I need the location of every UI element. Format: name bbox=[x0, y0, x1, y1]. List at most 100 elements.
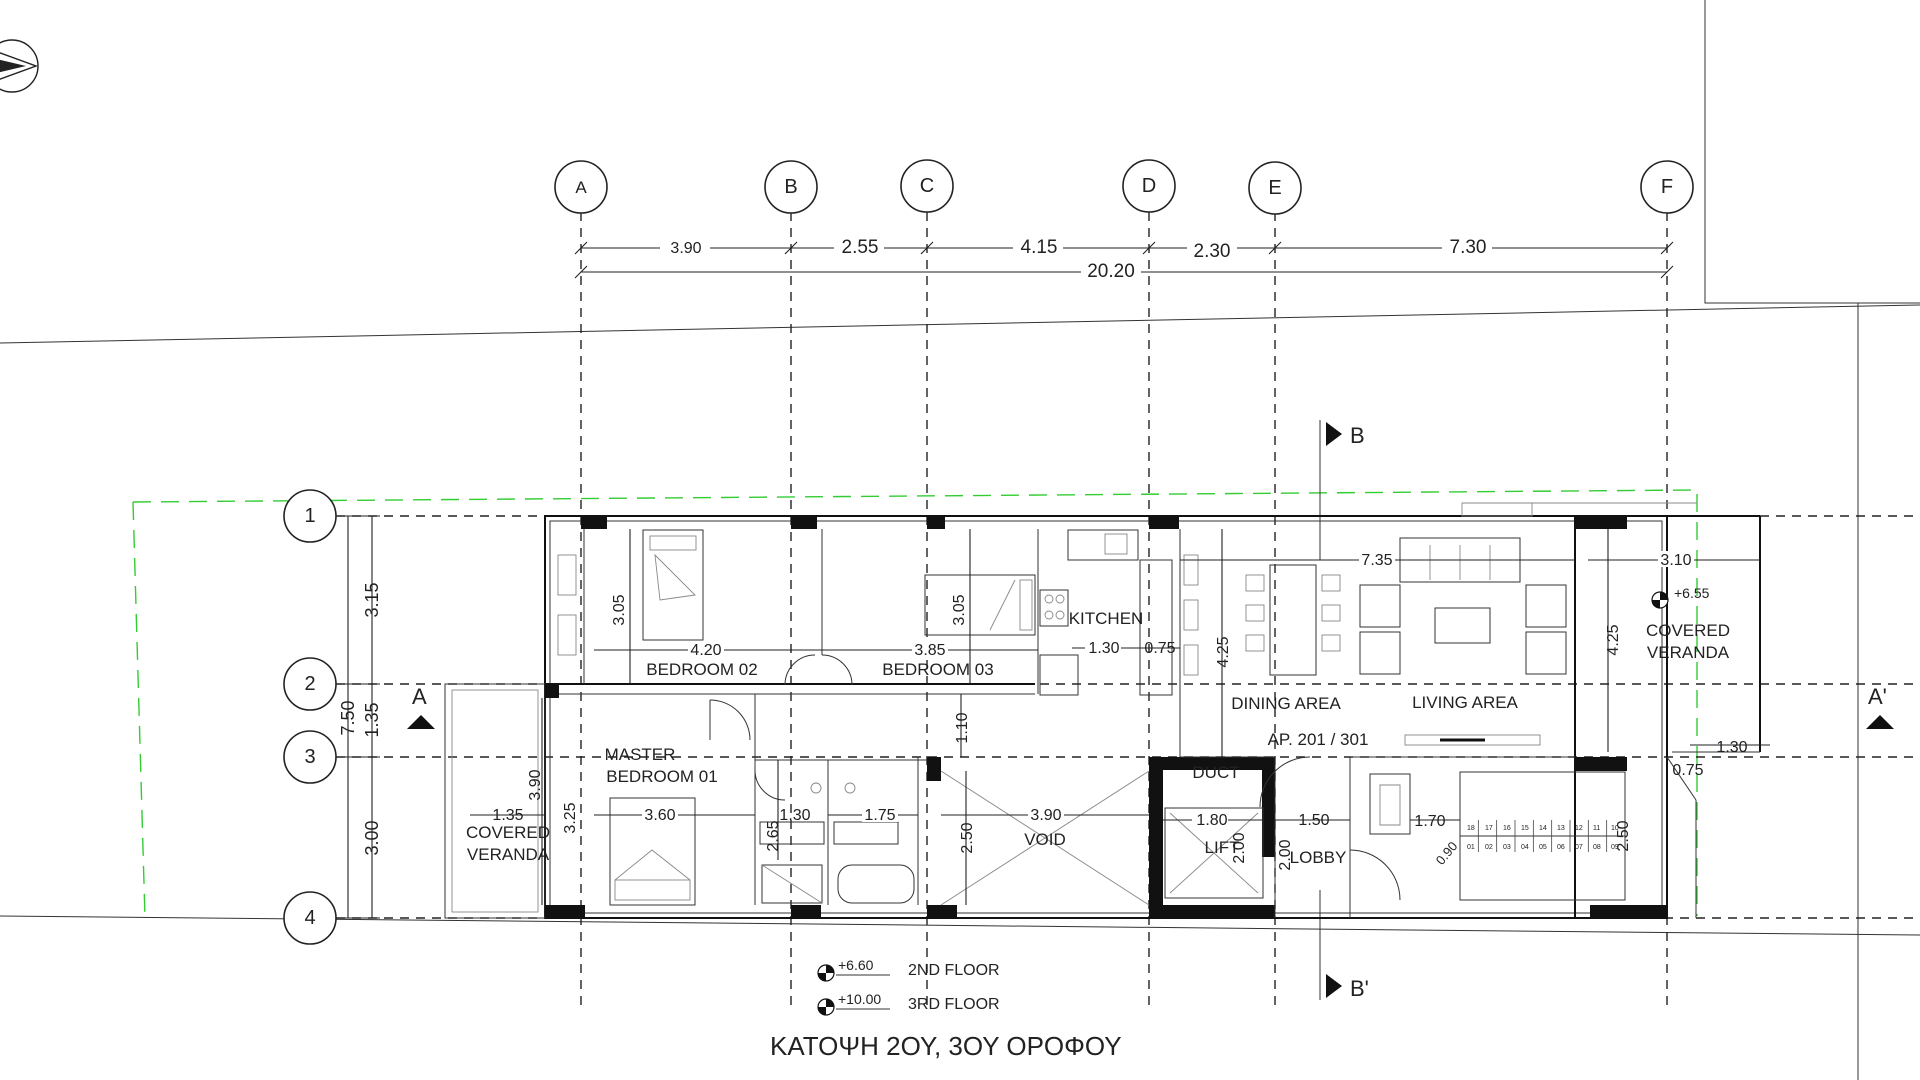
apartment-label: AP. 201 / 301 bbox=[1268, 730, 1369, 749]
svg-text:+6.55: +6.55 bbox=[1674, 585, 1710, 601]
room-label-void: VOID bbox=[1024, 830, 1066, 849]
bed-icon bbox=[642, 529, 704, 641]
svg-text:1.70: 1.70 bbox=[1414, 813, 1445, 830]
svg-text:11: 11 bbox=[1593, 825, 1600, 832]
svg-text:1.50: 1.50 bbox=[1298, 812, 1329, 829]
stair-labels-bottom: 01 02 03 04 05 06 07 08 09 bbox=[1467, 844, 1619, 851]
room-label-veranda-left: COVERED bbox=[466, 823, 550, 842]
svg-text:2.30: 2.30 bbox=[1194, 241, 1231, 262]
exterior-walls bbox=[444, 502, 1761, 919]
svg-text:13: 13 bbox=[1557, 825, 1565, 832]
sofa bbox=[1359, 537, 1567, 746]
svg-text:7.35: 7.35 bbox=[1361, 552, 1392, 569]
grid-bubble-1: 1 bbox=[283, 489, 337, 543]
drawing-title: ΚΑΤΟΨΗ 2ΟΥ, 3ΟΥ ΟΡΟΦΟΥ bbox=[770, 1031, 1122, 1061]
interior-walls bbox=[583, 529, 1575, 918]
svg-text:04: 04 bbox=[1521, 844, 1529, 851]
svg-text:+6.60: +6.60 bbox=[838, 957, 874, 973]
level-marker-2nd-floor: +6.60 2ND FLOOR bbox=[817, 957, 1000, 982]
grid-column-bubbles: A B C D E F bbox=[554, 159, 1694, 215]
bed-icon bbox=[609, 797, 696, 906]
svg-text:05: 05 bbox=[1539, 844, 1547, 851]
section-markers: B B' A A' bbox=[407, 420, 1894, 1001]
grid-bubble-e: E bbox=[1248, 161, 1302, 215]
svg-text:3.15: 3.15 bbox=[362, 582, 382, 617]
room-label-veranda-right: COVERED bbox=[1646, 621, 1730, 640]
svg-text:15: 15 bbox=[1521, 825, 1529, 832]
svg-text:1.75: 1.75 bbox=[864, 807, 895, 824]
level-marker-3rd-floor: +10.00 3RD FLOOR bbox=[817, 991, 1000, 1016]
svg-text:14: 14 bbox=[1539, 825, 1547, 832]
svg-text:0.75: 0.75 bbox=[1672, 762, 1703, 779]
svg-text:1.80: 1.80 bbox=[1196, 812, 1227, 829]
svg-text:3.90: 3.90 bbox=[670, 240, 701, 257]
top-dimension-chain: 3.90 2.55 4.15 2.30 7.30 20.20 bbox=[574, 236, 1674, 282]
svg-text:1.35: 1.35 bbox=[492, 807, 523, 824]
svg-text:09: 09 bbox=[1611, 844, 1619, 851]
svg-text:2.55: 2.55 bbox=[842, 237, 879, 258]
svg-text:0.90: 0.90 bbox=[1433, 839, 1461, 868]
svg-text:4.25: 4.25 bbox=[1215, 636, 1232, 667]
level-legend: +6.60 2ND FLOOR +10.00 3RD FLOOR bbox=[817, 957, 1000, 1016]
stair-labels-top: 18 17 16 15 14 13 12 11 10 bbox=[1467, 825, 1619, 832]
svg-text:1.10: 1.10 bbox=[954, 712, 971, 743]
svg-text:2ND FLOOR: 2ND FLOOR bbox=[908, 962, 1000, 979]
svg-text:3.25: 3.25 bbox=[562, 802, 579, 833]
grid-bubble-2: 2 bbox=[283, 657, 337, 711]
svg-text:A: A bbox=[575, 178, 587, 197]
svg-text:E: E bbox=[1268, 177, 1281, 199]
svg-text:2: 2 bbox=[304, 673, 315, 695]
svg-text:A': A' bbox=[1868, 684, 1887, 709]
svg-text:1.30: 1.30 bbox=[779, 807, 810, 824]
svg-text:D: D bbox=[1142, 175, 1156, 197]
grid-bubble-b: B bbox=[764, 160, 818, 214]
svg-text:08: 08 bbox=[1593, 844, 1601, 851]
svg-text:1.35: 1.35 bbox=[362, 702, 382, 737]
room-label-lobby: LOBBY bbox=[1290, 848, 1347, 867]
svg-text:7.50: 7.50 bbox=[338, 700, 358, 735]
room-label-lift: LIFT bbox=[1205, 838, 1240, 857]
doors bbox=[709, 654, 1401, 901]
left-dimension-chain: 7.50 3.15 1.35 3.00 bbox=[338, 515, 382, 919]
svg-text:+10.00: +10.00 bbox=[838, 991, 881, 1007]
svg-text:10: 10 bbox=[1611, 825, 1619, 832]
svg-text:4: 4 bbox=[304, 907, 315, 929]
room-label-living: LIVING AREA bbox=[1412, 693, 1518, 712]
kitchen-counter bbox=[1039, 529, 1173, 696]
svg-text:01: 01 bbox=[1467, 844, 1475, 851]
svg-text:2.00: 2.00 bbox=[1277, 839, 1294, 870]
svg-text:B': B' bbox=[1350, 976, 1369, 1001]
room-label-bedroom-03: BEDROOM 03 bbox=[882, 660, 993, 679]
room-label-duct: DUCT bbox=[1192, 763, 1239, 782]
svg-text:1.30: 1.30 bbox=[1088, 640, 1119, 657]
svg-text:12: 12 bbox=[1575, 825, 1583, 832]
svg-text:A: A bbox=[412, 684, 427, 709]
grid-bubble-f: F bbox=[1640, 160, 1694, 214]
svg-text:3: 3 bbox=[304, 746, 315, 768]
grid-bubble-c: C bbox=[900, 159, 954, 213]
void-cross bbox=[940, 770, 1150, 906]
svg-text:1: 1 bbox=[304, 505, 315, 527]
svg-text:4.15: 4.15 bbox=[1021, 237, 1058, 258]
grid-row-bubbles: 1 2 3 4 bbox=[283, 489, 337, 945]
grid-bubble-4: 4 bbox=[283, 891, 337, 945]
svg-text:F: F bbox=[1661, 176, 1673, 198]
room-label-veranda-right-2: VERANDA bbox=[1647, 643, 1730, 662]
total-dimension: 20.20 bbox=[1087, 261, 1135, 282]
grid-bubble-3: 3 bbox=[283, 730, 337, 784]
svg-text:17: 17 bbox=[1485, 825, 1493, 832]
wardrobe bbox=[557, 554, 1199, 676]
svg-text:3.10: 3.10 bbox=[1660, 552, 1691, 569]
svg-text:2.65: 2.65 bbox=[765, 820, 782, 851]
svg-text:0.75: 0.75 bbox=[1144, 640, 1175, 657]
grid-bubble-d: D bbox=[1122, 159, 1176, 213]
svg-text:2.50: 2.50 bbox=[959, 822, 976, 853]
svg-text:2.50: 2.50 bbox=[1615, 820, 1632, 851]
svg-text:3.85: 3.85 bbox=[914, 642, 945, 659]
svg-text:3.05: 3.05 bbox=[951, 594, 968, 625]
room-label-dining: DINING AREA bbox=[1231, 694, 1341, 713]
bathroom-fixtures bbox=[759, 782, 915, 904]
room-labels: BEDROOM 02 BEDROOM 03 KITCHEN DINING ARE… bbox=[466, 609, 1730, 867]
room-label-master: MASTER bbox=[605, 745, 676, 764]
